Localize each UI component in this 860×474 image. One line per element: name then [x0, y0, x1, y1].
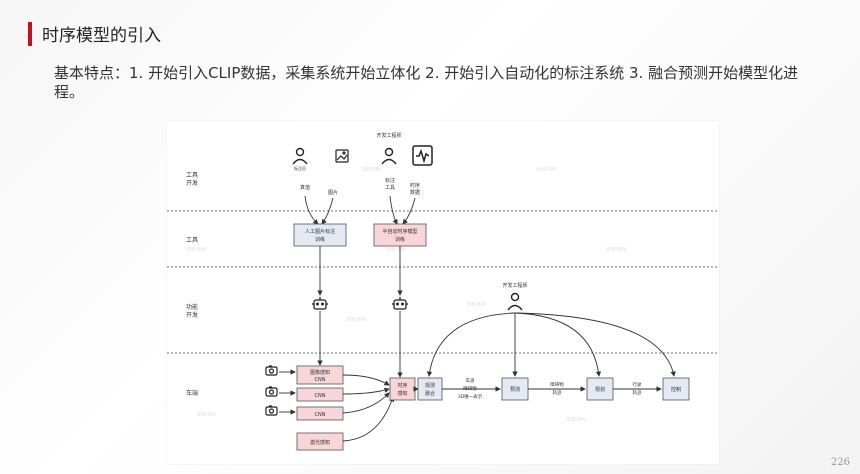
control-box [662, 377, 690, 401]
watermarks: BIN·BIN BIN·BIN BIN·BIN BIN·BIN BIN·BIN … [187, 167, 626, 423]
annotation-label-1: 标注 [385, 177, 395, 184]
cnn-box [296, 387, 344, 402]
manual-box-text-1: 人工图片标注 [305, 228, 335, 235]
camera-icon [265, 405, 278, 416]
semi-auto-box-text-2: 训练 [395, 236, 405, 243]
title-accent-bar [28, 22, 32, 46]
cnn-box [296, 406, 344, 421]
image-perception-text-1: 图像感知 [310, 369, 330, 376]
lane-label-function-dev-2: 开发 [186, 311, 198, 319]
annotator-small-label: 标注员 [294, 165, 306, 171]
edge-label-lane: 车道 [466, 377, 475, 384]
lane-label-function-dev-1: 功能 [186, 303, 198, 311]
page-subtitle: 基本特点：1. 开始引入CLIP数据，采集系统开始立体化 2. 开始引入自动化的… [54, 64, 799, 101]
cnn-box-text: CNN [315, 412, 326, 418]
edge-label-trajectory: 轨迹 [553, 389, 562, 396]
tool-engineer-person-icon [381, 147, 397, 165]
top-engineer-label: 开发工程师 [376, 132, 401, 139]
lane-label-tools-dev-1: 工具 [186, 172, 198, 179]
lane-label-tools: 工具 [186, 237, 198, 244]
image-icon [335, 149, 349, 163]
image-perception-text-2: CNN [315, 377, 326, 383]
watermark: BIN·BIN [387, 247, 406, 253]
annotator-person-icon [292, 147, 308, 165]
fusion-text-2: 融合 [425, 390, 435, 397]
prediction-text: 预测 [510, 386, 520, 393]
watermark: BIN·BIN [567, 417, 586, 423]
temporal-text-1: 时序 [397, 382, 407, 389]
watermark: BIN·BIN [187, 247, 206, 253]
page-title: 时序模型的引入 [42, 26, 161, 46]
semi-auto-box-text-1: 半自动时序模型 [382, 228, 417, 235]
planning-text: 规划 [595, 386, 605, 393]
watermark: BIN·BIN [197, 412, 216, 418]
dev-engineer-person-icon [507, 292, 523, 311]
edge-label-obstacle: 障碍物 [463, 385, 477, 392]
annotation-label-2: 工具 [385, 185, 395, 191]
lidar-perception-box [296, 432, 344, 451]
manual-box-text-2: 训练 [315, 236, 325, 243]
page-number: 226 [830, 457, 850, 468]
temporal-text-2: 感知 [397, 390, 407, 397]
control-text: 控制 [671, 386, 681, 393]
image-label: 图片 [328, 189, 338, 196]
truth-label: 真值 [300, 184, 310, 191]
timeseries-label-2: 数据 [410, 189, 420, 196]
watermark: BIN·BIN [537, 167, 556, 173]
edge-label-trajectory-2: 轨迹 [633, 389, 642, 396]
edge-label-obstacle-2: 障碍物 [550, 381, 564, 388]
lane-label-tools-dev-2: 开发 [186, 179, 198, 187]
camera-icon [265, 365, 278, 376]
fusion-text-1: 观测 [425, 382, 435, 389]
model-robot-icon [312, 297, 328, 310]
timeseries-label-1: 时序 [410, 182, 420, 189]
watermark: BIN·BIN [607, 247, 626, 253]
edge-label-3d-repr: 3D唯一表示 [458, 393, 483, 400]
watermark: BIN·BIN [347, 317, 366, 323]
lane-label-vehicle: 车端 [186, 389, 198, 397]
flow-diagram: BIN·BIN BIN·BIN BIN·BIN BIN·BIN BIN·BIN … [167, 121, 719, 464]
watermark: BIN·BIN [467, 302, 486, 308]
camera-icon [265, 386, 278, 397]
lidar-perception-text: 激光感知 [310, 439, 330, 446]
timeseries-icon [412, 145, 433, 166]
cnn-box-text: CNN [315, 393, 326, 399]
edge-label-driving: 行驶 [633, 381, 642, 388]
model-robot-icon [392, 297, 408, 310]
mid-engineer-label: 开发工程师 [502, 282, 527, 289]
watermark: BIN·BIN [362, 167, 381, 173]
